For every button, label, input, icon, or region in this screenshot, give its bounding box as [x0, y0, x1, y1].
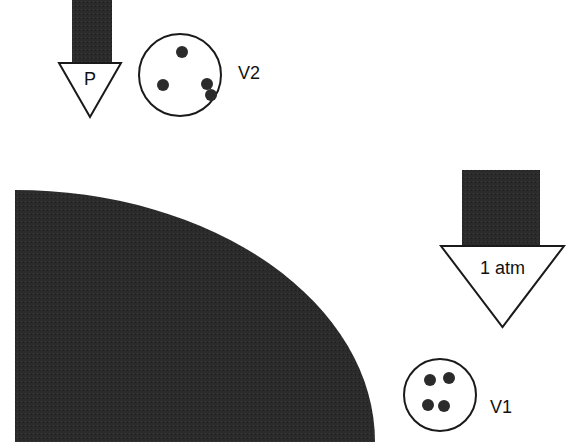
bubble [139, 34, 221, 116]
pressure-arrowhead: P [58, 62, 122, 118]
pressure-label: 1 atm [480, 259, 525, 279]
arrowhead [59, 63, 121, 117]
earth-mass [15, 190, 375, 442]
gas-molecule [176, 46, 188, 58]
gas-molecule [443, 372, 455, 384]
gas-molecule [438, 400, 450, 412]
gas-molecule [424, 374, 436, 386]
gas-molecule [201, 78, 213, 90]
gas-molecule [157, 79, 169, 91]
gas-bubble: V2 [138, 33, 264, 117]
arrowhead [441, 246, 564, 327]
arrow-shaft [72, 0, 112, 63]
gas-molecule [422, 399, 434, 411]
volume-label: V1 [490, 398, 512, 418]
gas-molecule [205, 89, 217, 101]
pressure-arrowhead: 1 atm [440, 245, 565, 328]
gas-bubble: V1 [403, 358, 516, 434]
bubble-outline [403, 358, 516, 434]
bubble [404, 359, 476, 431]
arrowhead-outline [440, 245, 565, 328]
arrow-shaft [462, 170, 540, 246]
pressure-label: P [84, 70, 96, 90]
volume-label: V2 [238, 64, 260, 84]
